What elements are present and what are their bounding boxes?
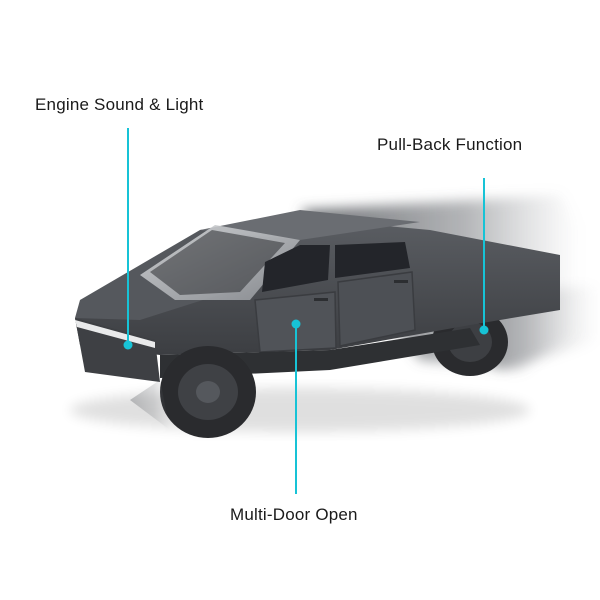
pull-back-function-label: Pull-Back Function [377,135,523,154]
callout-doors-line [291,319,301,494]
callout-pullback-line [479,178,489,335]
callout-engine-line [123,128,133,350]
front-wheel [130,346,256,438]
engine-sound-light-label: Engine Sound & Light [35,95,204,114]
multi-door-open-label: Multi-Door Open [230,505,358,524]
